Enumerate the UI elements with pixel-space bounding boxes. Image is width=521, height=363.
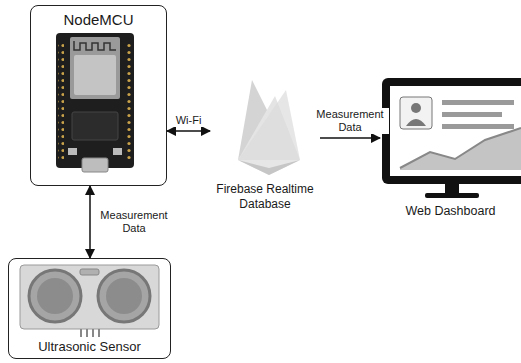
edge-label: Measurement Data	[95, 209, 173, 235]
device-box: NodeMCU	[30, 5, 167, 186]
connector-arrow	[167, 130, 210, 132]
edge-label: Wi-Fi	[174, 114, 204, 127]
node-label: Web Dashboard	[405, 204, 495, 219]
monitor-icon	[382, 78, 521, 198]
connector-arrow	[320, 137, 380, 139]
firebase-logo	[238, 80, 300, 175]
sensor-box: Ultrasonic Sensor	[8, 258, 171, 359]
cloud-database: Firebase Realtime Database	[210, 78, 320, 214]
ultrasonic-module	[20, 265, 159, 337]
edge-label: Measurement Data	[311, 108, 389, 134]
dashboard-node: Web Dashboard	[380, 76, 521, 222]
nodemcu-board	[56, 33, 134, 172]
node-label: NodeMCU	[63, 11, 133, 29]
node-label: Firebase Realtime Database	[214, 182, 316, 211]
node-label: Ultrasonic Sensor	[38, 339, 141, 355]
connector-arrow	[89, 186, 91, 258]
